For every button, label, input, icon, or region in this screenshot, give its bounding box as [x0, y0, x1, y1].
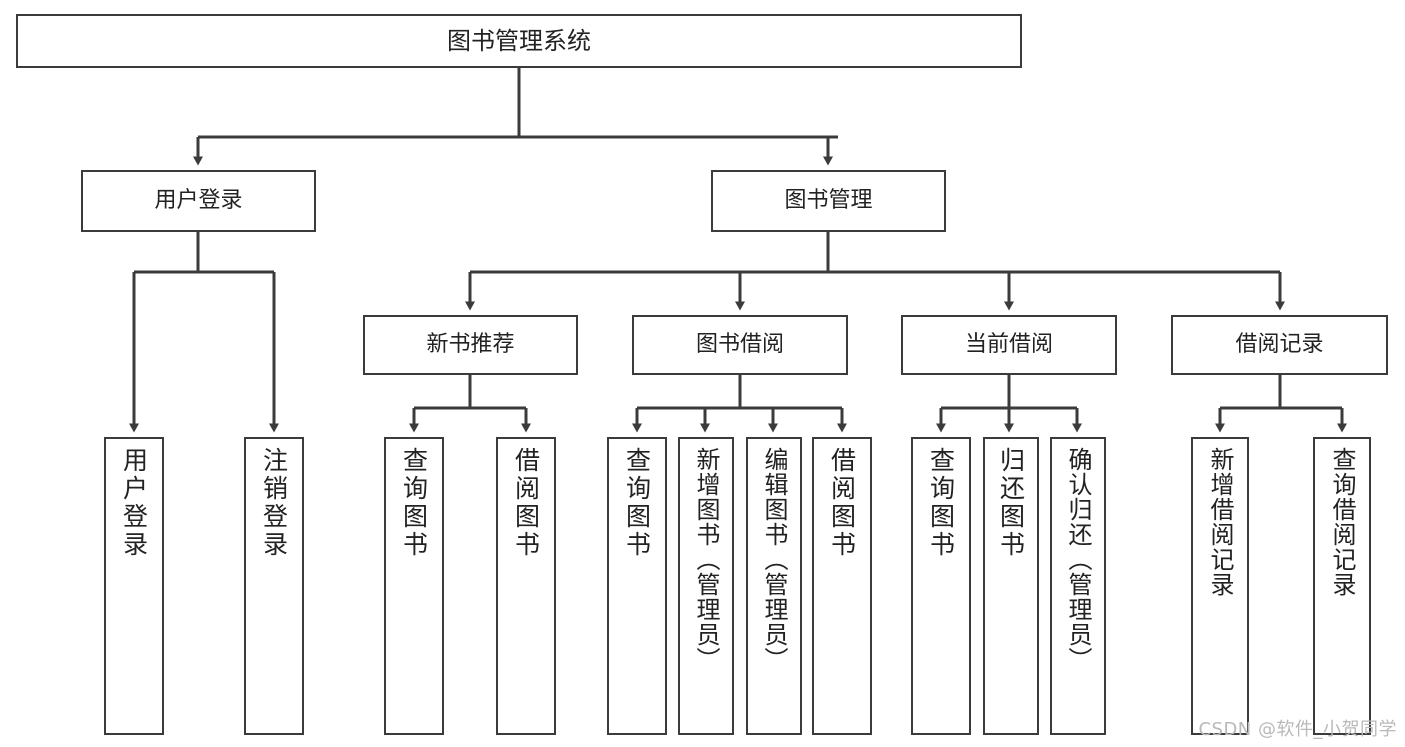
- node-label: 借阅图书: [511, 447, 541, 559]
- node-label: 图书借阅: [695, 332, 784, 358]
- node-label: 确认归还（管理员）: [1064, 447, 1092, 672]
- node-current-borrow[interactable]: 当前借阅: [901, 315, 1117, 375]
- leaf-current-query-book[interactable]: 查询图书: [911, 437, 971, 735]
- node-label: 图书管理系统: [447, 26, 591, 55]
- leaf-current-confirm-return-admin[interactable]: 确认归还（管理员）: [1050, 437, 1106, 735]
- leaf-borrow-query-book[interactable]: 查询图书: [607, 437, 667, 735]
- node-label: 图书管理: [784, 188, 873, 214]
- node-label: 新增图书（管理员）: [692, 447, 720, 672]
- node-new-book-recommend[interactable]: 新书推荐: [363, 315, 578, 375]
- leaf-recommend-borrow-book[interactable]: 借阅图书: [496, 437, 556, 735]
- node-root-system[interactable]: 图书管理系统: [16, 14, 1022, 68]
- node-label: 用户登录: [119, 447, 149, 559]
- node-label: 查询借阅记录: [1328, 447, 1356, 597]
- node-label: 归还图书: [996, 447, 1026, 559]
- leaf-borrow-edit-book-admin[interactable]: 编辑图书（管理员）: [746, 437, 802, 735]
- node-label: 查询图书: [622, 447, 652, 559]
- node-book-management[interactable]: 图书管理: [711, 170, 946, 232]
- leaf-borrow-add-book-admin[interactable]: 新增图书（管理员）: [678, 437, 734, 735]
- node-label: 当前借阅: [964, 332, 1053, 358]
- node-book-borrow[interactable]: 图书借阅: [632, 315, 848, 375]
- leaf-user-login-login[interactable]: 用户登录: [104, 437, 164, 735]
- leaf-record-add-record[interactable]: 新增借阅记录: [1191, 437, 1249, 735]
- node-borrow-record[interactable]: 借阅记录: [1171, 315, 1388, 375]
- leaf-recommend-query-book[interactable]: 查询图书: [384, 437, 444, 735]
- node-label: 注销登录: [259, 447, 289, 559]
- node-label: 新增借阅记录: [1206, 447, 1234, 597]
- leaf-user-login-logout[interactable]: 注销登录: [244, 437, 304, 735]
- node-label: 借阅记录: [1235, 332, 1324, 358]
- node-label: 查询图书: [926, 447, 956, 559]
- leaf-record-query-record[interactable]: 查询借阅记录: [1313, 437, 1371, 735]
- node-label: 借阅图书: [827, 447, 857, 559]
- node-user-login[interactable]: 用户登录: [81, 170, 316, 232]
- leaf-current-return-book[interactable]: 归还图书: [983, 437, 1039, 735]
- leaf-borrow-borrow-book[interactable]: 借阅图书: [812, 437, 872, 735]
- node-label: 编辑图书（管理员）: [760, 447, 788, 672]
- node-label: 查询图书: [399, 447, 429, 559]
- node-label: 新书推荐: [426, 332, 515, 358]
- node-label: 用户登录: [154, 188, 243, 214]
